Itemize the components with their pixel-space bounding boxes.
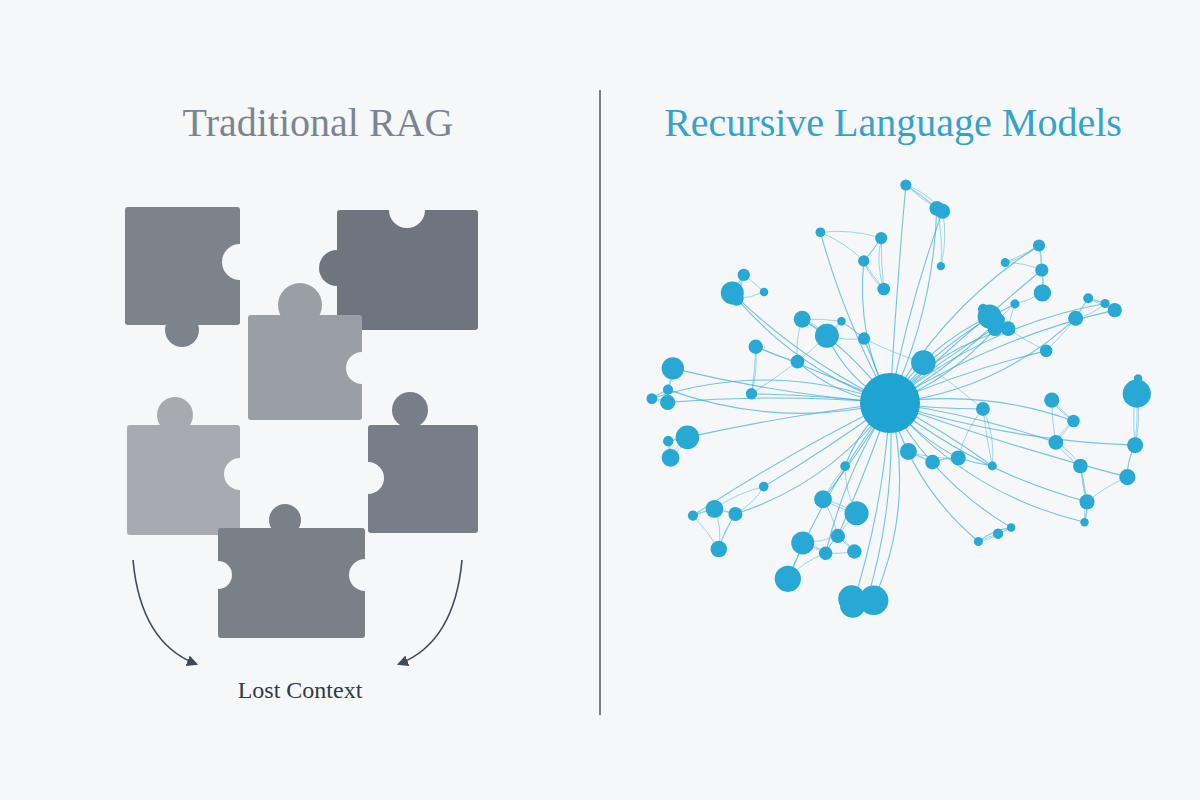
divider-line (599, 90, 601, 715)
network-edges (652, 185, 1139, 607)
panel-heading: Traditional RAG (183, 99, 454, 146)
puzzle-piece (248, 283, 378, 420)
puzzle-piece (319, 192, 478, 330)
puzzle-piece (204, 504, 381, 638)
callout-label: Lost Context (238, 677, 363, 704)
network-graph (646, 179, 1150, 617)
puzzle-pieces (125, 192, 478, 638)
network-nodes (646, 179, 1150, 617)
curved-arrow (133, 560, 196, 664)
puzzle-piece (125, 207, 258, 347)
panel-heading: Recursive Language Models (664, 99, 1122, 146)
puzzle-piece (127, 397, 256, 535)
curved-arrow (399, 560, 462, 664)
puzzle-piece (352, 392, 478, 533)
